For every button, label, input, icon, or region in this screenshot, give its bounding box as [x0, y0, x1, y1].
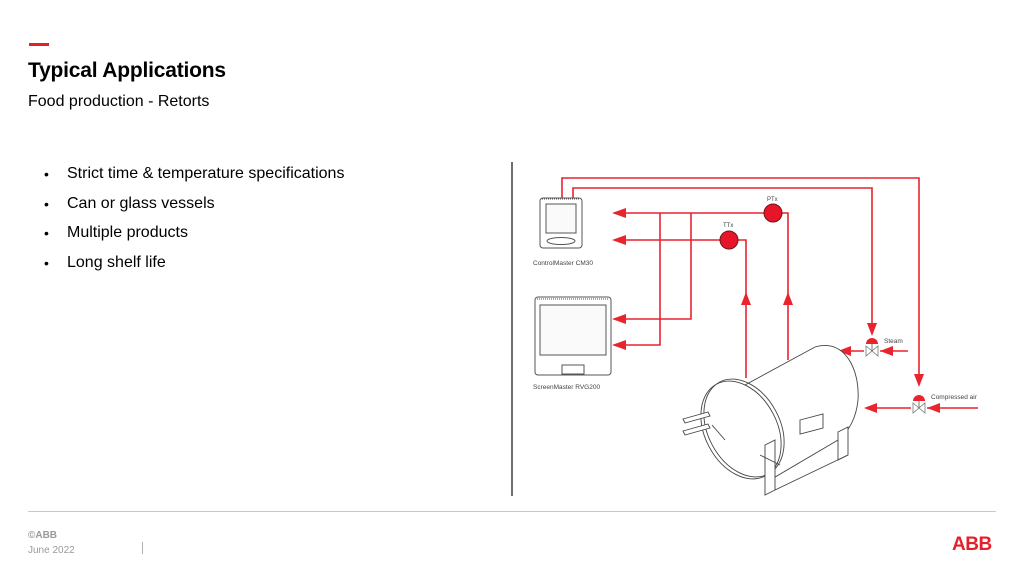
steam-valve-icon — [865, 338, 879, 357]
pressure-transmitter-icon — [763, 203, 783, 223]
accent-bar — [29, 43, 49, 46]
arrow-up-icon — [741, 292, 751, 305]
footer-divider — [28, 511, 996, 512]
steam-label: Steam — [884, 338, 903, 345]
retort-vessel — [682, 345, 859, 496]
bullet-item: •Can or glass vessels — [44, 192, 344, 222]
page-title: Typical Applications — [28, 59, 226, 82]
screenmaster-label: ScreenMaster RVG200 — [533, 384, 600, 391]
bullet-icon: • — [44, 254, 49, 271]
arrow-left-icon — [927, 403, 940, 413]
compressed-air-label: Compressed air — [931, 394, 978, 401]
compressed-air-valve-icon — [912, 395, 926, 414]
arrow-up-icon — [783, 292, 793, 305]
arrow-down-icon — [914, 374, 924, 387]
bullet-list: •Strict time & temperature specification… — [44, 162, 344, 280]
arrow-left-icon — [612, 340, 626, 350]
vertical-divider — [511, 162, 513, 496]
abb-logo: ABB — [952, 534, 992, 555]
bullet-icon: • — [44, 225, 49, 242]
arrow-left-icon — [864, 403, 877, 413]
arrowheads — [612, 208, 940, 413]
ttx-label: TTx — [723, 223, 733, 229]
arrow-left-icon — [880, 346, 893, 356]
temperature-transmitter-icon — [719, 230, 739, 250]
arrow-left-icon — [838, 346, 851, 356]
controlmaster-device — [539, 197, 583, 249]
bullet-item: •Multiple products — [44, 221, 344, 251]
copyright: ©ABB — [28, 530, 58, 541]
ptx-label: PTx — [767, 197, 778, 203]
arrow-left-icon — [612, 314, 626, 324]
bullet-item: •Long shelf life — [44, 251, 344, 281]
signal-lines — [561, 177, 978, 409]
arrow-left-icon — [612, 208, 626, 218]
screenmaster-device — [534, 296, 612, 376]
bullet-icon: • — [44, 195, 49, 212]
arrow-down-icon — [867, 323, 877, 336]
footer-date: June 2022 — [28, 545, 75, 556]
retort-process-diagram: ControlMaster CM30 ScreenMaster RVG200 P… — [533, 177, 978, 496]
controlmaster-label: ControlMaster CM30 — [533, 260, 593, 267]
arrow-left-icon — [612, 235, 626, 245]
bullet-icon: • — [44, 166, 49, 182]
footer-separator — [142, 542, 143, 554]
page-subtitle: Food production - Retorts — [28, 93, 210, 110]
bullet-item: •Strict time & temperature specification… — [44, 162, 344, 192]
